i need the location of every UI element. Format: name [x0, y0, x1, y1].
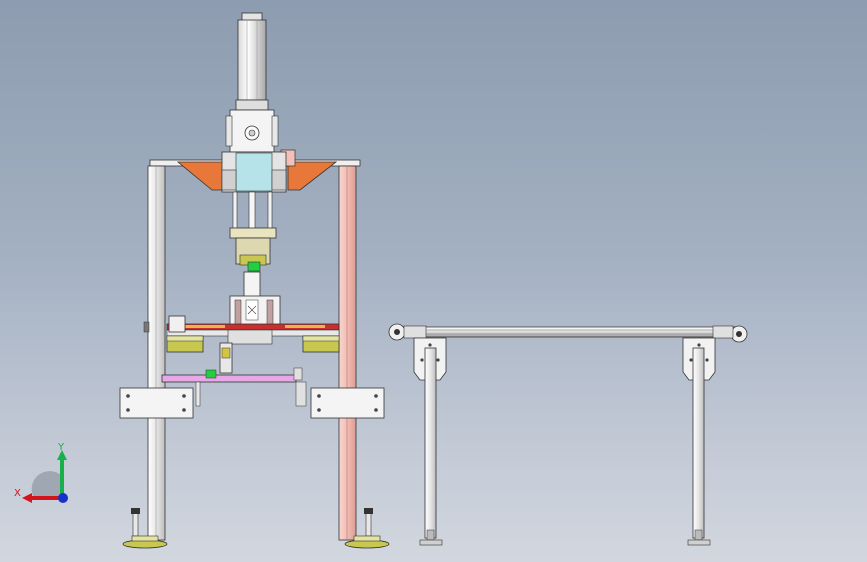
- bracket-right[interactable]: [287, 161, 338, 191]
- conveyor-foot-right[interactable]: [687, 539, 711, 546]
- mount-plate-right[interactable]: [310, 387, 385, 419]
- conveyor-leg-left[interactable]: [424, 347, 437, 539]
- guide-rod-right: [267, 191, 273, 231]
- press-plate[interactable]: [229, 227, 277, 239]
- guide-glass: [235, 152, 273, 192]
- foot-right[interactable]: [344, 508, 390, 549]
- foot-left[interactable]: [122, 508, 168, 549]
- coordinate-triad: Y X: [14, 440, 74, 510]
- conveyor[interactable]: [388, 323, 748, 546]
- pulley-right[interactable]: [712, 325, 748, 343]
- y-axis-label: Y: [58, 442, 65, 453]
- guide-rod-left: [232, 191, 238, 231]
- green-sensor: [247, 261, 261, 272]
- sensor-bar[interactable]: [161, 374, 297, 383]
- conveyor-leg-right[interactable]: [692, 347, 705, 539]
- sensor-block[interactable]: [168, 315, 186, 333]
- bracket-left[interactable]: [176, 161, 226, 191]
- cylinder-mount[interactable]: [229, 109, 275, 153]
- right-leg[interactable]: [338, 165, 357, 541]
- conveyor-belt[interactable]: [394, 326, 741, 338]
- cylinder-body[interactable]: [237, 19, 267, 101]
- pulley-left[interactable]: [388, 323, 427, 341]
- mount-plate-left[interactable]: [119, 387, 194, 419]
- triad-graphic: [22, 450, 68, 503]
- z-axis-dot: [58, 493, 68, 503]
- conveyor-foot-left[interactable]: [419, 539, 443, 546]
- press-station[interactable]: [119, 12, 390, 549]
- x-axis-label: X: [14, 488, 21, 499]
- left-leg[interactable]: [147, 165, 166, 541]
